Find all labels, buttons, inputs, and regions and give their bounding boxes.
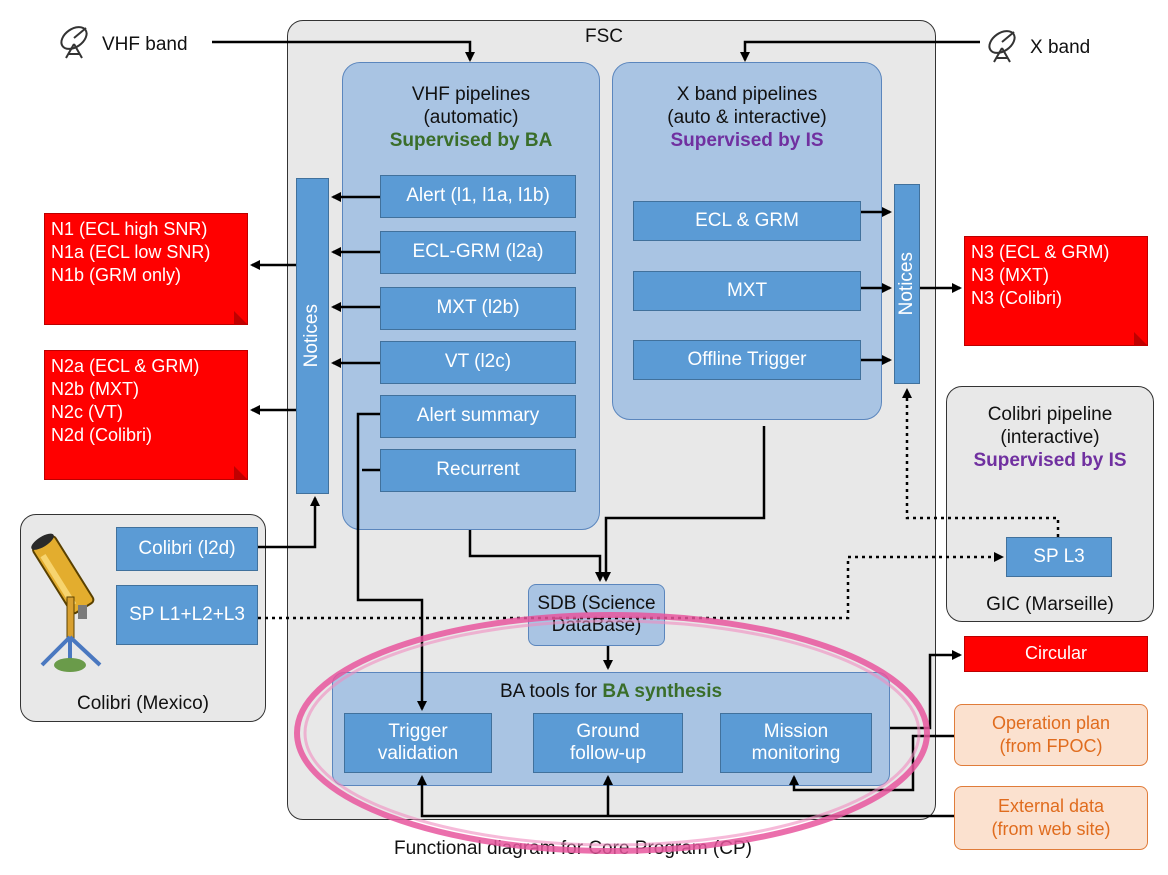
ba-tool-line: follow-up: [569, 743, 647, 764]
vhf-item-mxt[interactable]: MXT (l2b): [380, 287, 576, 330]
external-data-line2: (from web site): [991, 819, 1111, 839]
note-n3-line: N3 (ECL & GRM): [971, 242, 1110, 262]
colibri-mexico-label: Colibri (Mexico): [77, 693, 209, 714]
ba-tool-line: Trigger: [388, 720, 448, 742]
wire-external-trigger: [417, 775, 954, 818]
note-n2-line: N2c (VT): [51, 402, 123, 423]
note-n1-line: N1a (ECL low SNR): [51, 242, 211, 263]
xband-item-mxt[interactable]: MXT: [633, 271, 861, 311]
telescope-icon: [31, 533, 102, 672]
gic-supervisor: Supervised by IS: [973, 449, 1127, 471]
wire-opplan-mission: [789, 734, 954, 792]
wire-vhf-sdb: [468, 530, 605, 582]
xband-item-ecl-grm[interactable]: ECL & GRM: [633, 201, 861, 241]
note-n1-line: N1 (ECL high SNR): [51, 219, 208, 239]
ba-tool-mission-monitoring[interactable]: Mission monitoring: [720, 713, 872, 773]
note-n2-line: N2a (ECL & GRM): [51, 356, 200, 376]
xband-supervisor: Supervised by IS: [670, 129, 824, 151]
gic-title: Colibri pipeline (interactive) Supervise…: [946, 404, 1154, 472]
ba-tool-line: Ground: [576, 720, 640, 742]
colibri-l2d-box[interactable]: Colibri (l2d): [116, 527, 258, 571]
vhf-item-alert-summary[interactable]: Alert summary: [380, 395, 576, 438]
note-fold: [234, 466, 248, 480]
note-fold: [234, 311, 248, 325]
ba-tool-line: Mission: [763, 720, 829, 742]
vhf-supervisor: Supervised by BA: [389, 129, 553, 151]
note-n2: N2a (ECL & GRM) N2b (MXT) N2c (VT) N2d (…: [44, 350, 248, 480]
x-band-label: X band: [1030, 37, 1091, 58]
vhf-title-line1: VHF pipelines: [411, 84, 531, 105]
note-n2-line: N2d (Colibri): [51, 425, 153, 446]
wire-colibri-notices: [258, 496, 320, 549]
ba-tool-line: validation: [377, 743, 459, 764]
xband-title-line2: (auto & interactive): [667, 106, 827, 128]
gic-title-line2: (interactive): [1000, 426, 1100, 448]
wire-spl3-notices-dotted: [902, 388, 1060, 537]
vhf-title-line2: (automatic): [423, 106, 519, 128]
operation-plan-line1: Operation plan: [991, 712, 1111, 733]
external-data-line1: External data: [997, 795, 1105, 816]
operation-plan-box: Operation plan (from FPOC): [954, 704, 1148, 766]
ba-tools-title-prefix: BA tools for: [499, 681, 603, 702]
operation-plan-line2: (from FPOC): [999, 736, 1103, 756]
xband-pipeline-title: X band pipelines (auto & interactive) Su…: [612, 84, 882, 152]
vhf-item-recurrent[interactable]: Recurrent: [380, 449, 576, 492]
gic-sp-l3-box[interactable]: SP L3: [1006, 537, 1112, 577]
wire-batools-circular: [890, 650, 962, 730]
note-n1: N1 (ECL high SNR) N1a (ECL low SNR) N1b …: [44, 213, 248, 325]
vhf-pipeline-title: VHF pipelines (automatic) Supervised by …: [342, 84, 600, 152]
xband-item-offline-trigger[interactable]: Offline Trigger: [633, 340, 861, 380]
vhf-item-vt[interactable]: VT (l2c): [380, 341, 576, 384]
sdb-line1: SDB (Science: [537, 592, 656, 614]
note-n3-line: N3 (MXT): [971, 265, 1049, 286]
vhf-band-label: VHF band: [102, 34, 188, 55]
wire-sp-dotted: [258, 552, 1004, 620]
notices-bar-vhf[interactable]: Notices: [296, 178, 329, 494]
note-n2-line: N2b (MXT): [51, 379, 140, 400]
wire-xband-input: [740, 40, 980, 62]
gic-title-line1: Colibri pipeline: [987, 404, 1113, 425]
ba-tool-line: monitoring: [751, 743, 841, 764]
note-n3: N3 (ECL & GRM) N3 (MXT) N3 (Colibri): [964, 236, 1148, 346]
note-n1-line: N1b (GRM only): [51, 265, 182, 286]
fsc-label: FSC: [585, 26, 623, 47]
gic-panel: [946, 386, 1154, 622]
xband-title-line1: X band pipelines: [676, 84, 818, 105]
ba-tool-trigger-validation[interactable]: Trigger validation: [344, 713, 492, 773]
satellite-dish-icon: [60, 26, 88, 59]
highlight-ellipse: [294, 612, 930, 854]
vhf-item-ecl-grm[interactable]: ECL-GRM (l2a): [380, 231, 576, 274]
colibri-sp-box[interactable]: SP L1+L2+L3: [116, 585, 258, 645]
ba-tool-ground-follow-up[interactable]: Ground follow-up: [533, 713, 683, 773]
highlight-ellipse-inner: [303, 619, 921, 847]
external-data-box: External data (from web site): [954, 786, 1148, 850]
note-n3-line: N3 (Colibri): [971, 288, 1063, 309]
circular-note: Circular: [964, 636, 1148, 672]
circular-label: Circular: [1024, 643, 1087, 664]
satellite-dish-icon: [988, 30, 1016, 63]
gic-label: GIC (Marseille): [986, 594, 1114, 615]
ba-tools-title-highlight: BA synthesis: [602, 681, 723, 702]
wire-vhf-input: [212, 40, 475, 62]
note-fold: [1134, 332, 1148, 346]
notices-bar-xband[interactable]: Notices: [894, 184, 920, 384]
vhf-item-alert[interactable]: Alert (l1, l1a, l1b): [380, 175, 576, 218]
ba-tools-title: BA tools for BA synthesis: [332, 681, 890, 704]
wire-xband-sdb: [601, 426, 766, 582]
